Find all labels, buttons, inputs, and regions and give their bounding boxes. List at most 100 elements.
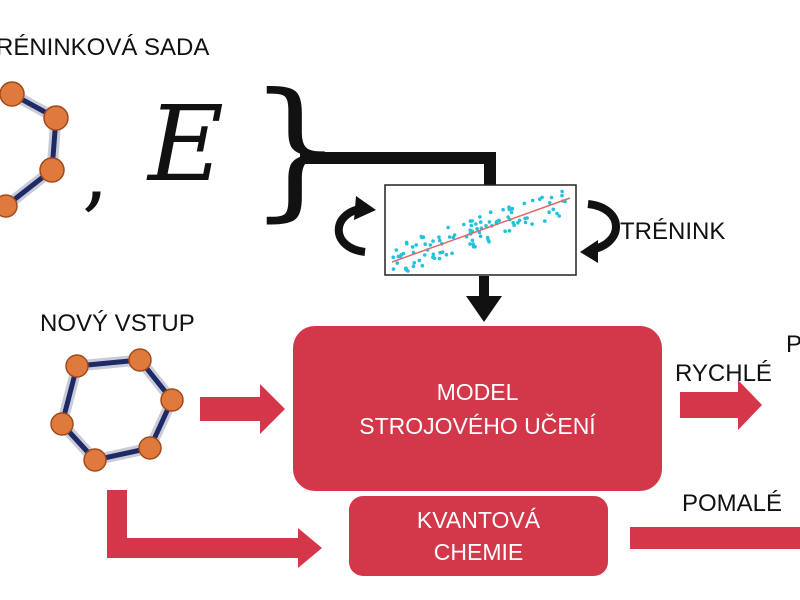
scatter-point — [523, 216, 527, 221]
scatter-point — [431, 239, 435, 243]
scatter-point — [391, 267, 396, 271]
scatter-point — [391, 255, 396, 260]
scatter-point — [468, 219, 473, 223]
scatter-point — [437, 235, 441, 239]
scatter-point — [451, 235, 456, 240]
training-loop-right-arrowhead — [580, 240, 598, 263]
scatter-point — [403, 266, 408, 271]
scatter-point — [510, 206, 515, 211]
scatter-point — [470, 238, 475, 243]
scatter-point — [523, 220, 528, 225]
scatter-point — [473, 245, 477, 249]
atom — [83, 448, 107, 472]
ml-model-line2: STROJOVÉHO UČENÍ — [359, 412, 596, 439]
atom — [43, 105, 69, 131]
regression-line — [391, 197, 571, 263]
scatter-point — [530, 222, 534, 226]
model-output-fast-arrow — [680, 380, 762, 430]
plot-to-model-arrowhead — [466, 296, 502, 322]
scatter-point — [543, 219, 547, 223]
scatter-point — [469, 223, 474, 228]
scatter-point — [423, 242, 428, 246]
atom — [160, 388, 184, 412]
scatter-point — [406, 269, 410, 273]
atom — [0, 81, 25, 107]
scatter-point — [551, 207, 556, 212]
set-comma: , — [82, 123, 109, 221]
scatter-point — [522, 201, 527, 206]
scatter-point — [475, 227, 479, 231]
scatter-points — [391, 189, 567, 273]
scatter-point — [437, 238, 442, 243]
scatter-point — [484, 224, 488, 228]
set-energy-symbol: E — [148, 83, 224, 205]
scatter-point — [468, 228, 473, 232]
scatter-point — [557, 214, 561, 218]
scatter-point — [549, 195, 554, 200]
scatter-point — [474, 222, 478, 226]
set-close-brace: } — [248, 62, 344, 236]
atom — [65, 354, 89, 378]
training-molecule — [0, 81, 69, 218]
scatter-point — [507, 207, 512, 212]
scatter-point — [560, 189, 564, 194]
scatter-point — [399, 253, 404, 257]
qc-line2: CHEMIE — [433, 539, 524, 565]
scatter-point — [431, 255, 435, 259]
atom — [39, 157, 65, 183]
scatter-point — [395, 261, 400, 265]
qc-output-slow-arrow — [630, 527, 800, 549]
atom — [0, 194, 18, 218]
scatter-point — [462, 222, 466, 227]
scatter-point — [478, 220, 483, 224]
scatter-point — [431, 252, 436, 257]
scatter-point — [547, 201, 552, 205]
scatter-point — [417, 258, 422, 263]
qc-line1: KVANTOVÁ — [416, 507, 541, 533]
training-loop-left-arrowhead — [354, 196, 376, 220]
scatter-point — [444, 252, 449, 257]
scatter-point — [419, 234, 424, 239]
scatter-point — [396, 254, 401, 259]
fast-label: RYCHLÉ — [675, 360, 772, 387]
input-to-model-arrow — [200, 384, 285, 434]
scatter-point — [530, 198, 535, 203]
scatter-point — [560, 193, 564, 198]
scatter-point — [538, 197, 542, 201]
scatter-point — [487, 240, 491, 244]
scatter-point — [478, 215, 482, 219]
scatter-point — [405, 241, 409, 246]
scatter-point — [488, 210, 493, 214]
scatter-point — [447, 235, 452, 239]
cut-off-label: P — [786, 331, 800, 358]
input-molecule — [50, 348, 184, 472]
atom — [128, 348, 152, 372]
scatter-point — [496, 218, 501, 223]
scatter-point — [501, 207, 505, 212]
scatter-point — [412, 261, 417, 265]
scatter-point — [478, 234, 483, 238]
scatter-point — [512, 223, 516, 227]
scatter-point — [471, 242, 476, 246]
training-set-label: RÉNINKOVÁ SADA — [0, 34, 210, 61]
brace-to-plot-connector — [300, 152, 496, 185]
scatter-point — [428, 243, 433, 247]
input-to-qc-arrowhead — [298, 528, 322, 568]
scatter-point — [509, 210, 514, 215]
scatter-point — [437, 256, 442, 261]
ml-model-line1: MODEL — [436, 378, 519, 405]
new-input-label: NOVÝ VSTUP — [40, 310, 195, 337]
scatter-point — [547, 210, 551, 214]
scatter-point — [394, 248, 399, 252]
scatter-point — [487, 220, 492, 224]
scatter-point — [411, 264, 416, 269]
slow-label: POMALÉ — [682, 490, 783, 517]
atom — [50, 412, 74, 436]
scatter-point — [507, 229, 512, 233]
scatter-plot — [384, 184, 577, 276]
scatter-point — [555, 211, 559, 216]
training-label: TRÉNINK — [620, 218, 726, 245]
scatter-point — [506, 215, 510, 219]
quantum-chemistry-box: KVANTOVÁ CHEMIE — [349, 496, 608, 576]
